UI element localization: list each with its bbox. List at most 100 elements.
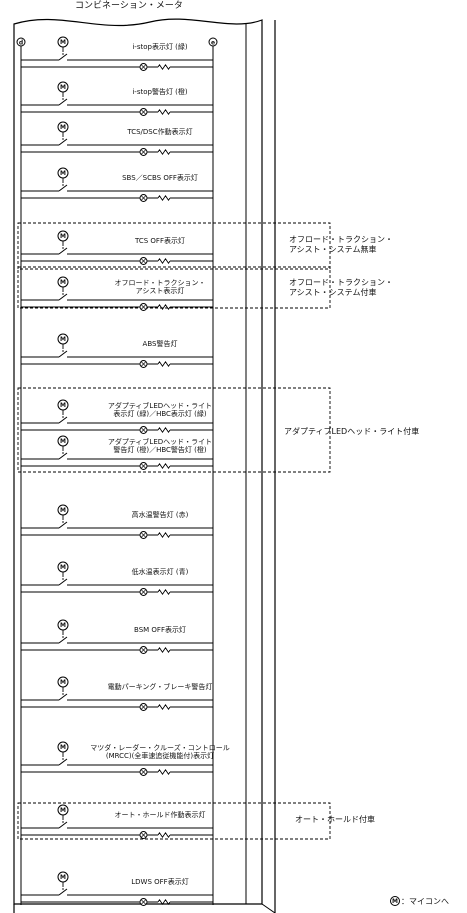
resistor-icon (157, 589, 171, 595)
lamp-icon (139, 898, 148, 906)
resistor-icon (157, 361, 171, 367)
microcontroller-letter: M (60, 84, 66, 91)
lamp-icon (139, 588, 148, 596)
switch-contact (58, 821, 68, 829)
lamp-icon (139, 768, 148, 776)
lamp-filament (140, 463, 147, 469)
connector-edge (261, 903, 276, 913)
circuit-label: アシスト表示灯 (136, 286, 185, 295)
microcontroller-icon: M (57, 81, 69, 93)
circuit-label: LDWS OFF表示灯 (131, 877, 188, 886)
microcontroller-icon: M (57, 435, 69, 447)
circuit-label: TCS/DSC作動表示灯 (126, 127, 192, 136)
switch-contact (58, 53, 68, 61)
resistor-icon (157, 304, 171, 310)
circuit-row: M マツダ・レーダー・クルーズ・コントロール(MRCC)(全車速追従機能付)表示灯 (21, 741, 230, 776)
legend: M：マイコンへ (390, 896, 449, 906)
option-group-box (17, 266, 331, 309)
resistor-icon (157, 258, 171, 264)
option-groups: オフロード・トラクション・アシスト・システム無車オフロード・トラクション・アシス… (17, 222, 419, 840)
lamp-icon (139, 462, 148, 470)
switch-contact (58, 578, 68, 586)
right-terminal: e (208, 37, 218, 47)
left-terminal: d (16, 37, 26, 47)
lamp-filament (140, 304, 147, 310)
microcontroller-icon: M (57, 804, 69, 816)
lamp-icon (139, 646, 148, 654)
circuits: Mi-stop表示灯 (緑)Mi-stop警告灯 (橙)MTCS/DSC作動表示… (21, 36, 230, 906)
resistor-icon (157, 109, 171, 115)
lamp-icon (139, 194, 148, 202)
lamp-icon (139, 108, 148, 116)
switch-contact (58, 636, 68, 644)
circuit-label: BSM OFF表示灯 (134, 625, 186, 634)
lamp-filament (140, 589, 147, 595)
switch-contact (58, 888, 68, 896)
option-group-label: アシスト・システム付車 (289, 287, 376, 297)
lamp-filament (140, 427, 147, 433)
option-group-label: オート・ホールド付車 (295, 814, 375, 824)
microcontroller-letter: M (60, 438, 66, 445)
option-group: オフロード・トラクション・アシスト・システム付車 (17, 266, 393, 309)
microcontroller-letter: M (60, 124, 66, 131)
legend-microcontroller-icon (390, 896, 400, 906)
diagram-title: コンビネーション・メータ (75, 0, 183, 11)
microcontroller-icon: M (57, 121, 69, 133)
option-group-box (17, 802, 331, 840)
lamp-filament (140, 195, 147, 201)
switch-contact (58, 693, 68, 701)
circuit-label: i-stop表示灯 (緑) (132, 42, 188, 51)
switch-contact (58, 98, 68, 106)
circuit-label: SBS／SCBS OFF表示灯 (122, 173, 198, 182)
lamp-filament (140, 704, 147, 710)
circuit-row: Mi-stop警告灯 (橙) (21, 81, 213, 116)
microcontroller-icon: M (57, 561, 69, 573)
microcontroller-icon: M (57, 167, 69, 179)
microcontroller-letter: M (60, 336, 66, 343)
lamp-filament (140, 109, 147, 115)
microcontroller-letter: M (60, 622, 66, 629)
right-terminal-label: e (211, 40, 215, 47)
circuit-label: i-stop警告灯 (橙) (132, 87, 188, 96)
switch-contact (58, 138, 68, 146)
microcontroller-icon: M (57, 741, 69, 753)
option-group: オフロード・トラクション・アシスト・システム無車 (17, 222, 393, 270)
resistor-icon (157, 704, 171, 710)
circuit-row: Mi-stop表示灯 (緑) (21, 36, 213, 71)
lamp-filament (140, 647, 147, 653)
option-group-label: アシスト・システム無車 (289, 244, 376, 254)
lamp-icon (139, 831, 148, 839)
switch-contact (58, 521, 68, 529)
switch-contact (58, 293, 68, 301)
right-terminal-circle (208, 37, 218, 47)
lamp-icon (139, 426, 148, 434)
legend-text: ：マイコンへ (401, 897, 449, 906)
microcontroller-icon: M (57, 333, 69, 345)
microcontroller-letter: M (60, 874, 66, 881)
circuit-label: 電動パーキング・ブレーキ警告灯 (108, 682, 213, 691)
switch-contact (58, 416, 68, 424)
lamp-icon (139, 257, 148, 265)
lamp-filament (140, 361, 147, 367)
microcontroller-letter: M (60, 807, 66, 814)
circuit-label: アダプティブLEDヘッド・ライト (108, 437, 212, 446)
lamp-filament (140, 258, 147, 264)
resistor-icon (157, 532, 171, 538)
circuit-label: マツダ・レーダー・クルーズ・コントロール (90, 743, 229, 752)
microcontroller-icon: M (57, 676, 69, 688)
microcontroller-icon: M (57, 276, 69, 288)
microcontroller-letter: M (60, 279, 66, 286)
microcontroller-letter: M (60, 744, 66, 751)
option-group: アダプティブLEDヘッド・ライト付車 (17, 387, 419, 473)
circuit-row: M TCS/DSC作動表示灯 (21, 121, 213, 156)
circuit-row: M 電動パーキング・ブレーキ警告灯 (21, 676, 213, 711)
switch-contact (58, 452, 68, 460)
switch-contact (58, 247, 68, 255)
circuit-label: (MRCC)(全車速追従機能付)表示灯 (106, 751, 214, 760)
resistor-icon (157, 64, 171, 70)
